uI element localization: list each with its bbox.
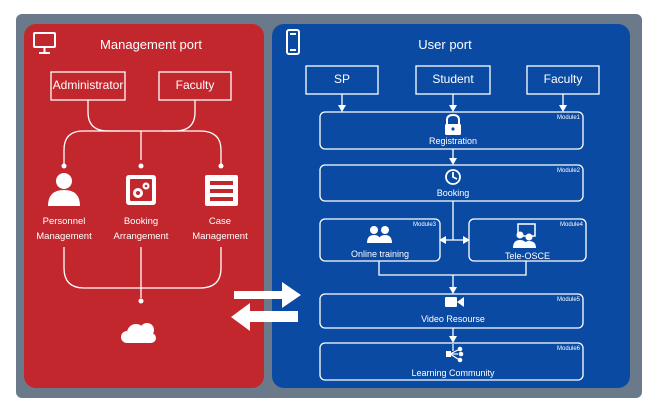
case-list-icon [205, 175, 238, 206]
monitor-group-icon [513, 223, 536, 248]
function-line2: Arrangement [113, 231, 169, 242]
function-personnel-management: Personnel Management [24, 214, 104, 244]
function-line1: Personnel [42, 216, 86, 227]
function-line1: Booking [123, 216, 159, 227]
function-line1: Case [208, 216, 232, 227]
management-port-title: Management port [100, 37, 202, 52]
module-tag-4: Module4 [559, 222, 583, 228]
module-label-registration: Registration [428, 136, 478, 146]
function-line2: Management [192, 231, 248, 242]
function-line2: Management [36, 231, 92, 242]
module-label-video-resourse: Video Resourse [421, 314, 485, 324]
module-tag-2: Module2 [556, 168, 580, 174]
module-label-booking: Booking [436, 188, 470, 198]
management-role-faculty: Faculty [175, 78, 215, 92]
user-flow-arrowheads [338, 105, 567, 343]
phone-icon [286, 29, 300, 55]
module-label-learning-community: Learning Community [411, 368, 495, 378]
management-connectors [63, 100, 222, 298]
user-role-sp: SP [333, 72, 350, 86]
clock-icon [445, 169, 461, 185]
user-panel [272, 24, 630, 388]
management-connector-dots [61, 163, 224, 304]
management-panel [24, 24, 264, 388]
video-camera-icon [445, 297, 464, 307]
user-role-faculty: Faculty [543, 72, 583, 86]
person-icon [48, 173, 80, 206]
transfer-arrow-left [231, 303, 298, 331]
user-port-title: User port [418, 37, 472, 52]
module-tag-3: Module3 [412, 222, 436, 228]
module-tag-5: Module5 [556, 297, 580, 303]
module-tag-1: Module1 [556, 115, 580, 121]
lock-icon [445, 113, 461, 135]
transfer-arrow-right [234, 282, 301, 308]
group-icon [367, 226, 392, 243]
function-case-management: Case Management [180, 214, 260, 244]
cloud-icon [121, 323, 156, 343]
module-label-online-training: Online training [350, 249, 410, 259]
module-tag-6: Module6 [556, 346, 580, 352]
user-role-student: Student [432, 72, 474, 86]
gear-document-icon [126, 175, 156, 205]
monitor-icon [33, 32, 56, 54]
module-label-tele-osce: Tele-OSCE [504, 251, 550, 261]
user-flow-lines [341, 94, 564, 337]
network-icon [446, 344, 464, 363]
function-booking-arrangement: Booking Arrangement [101, 214, 181, 244]
module-boxes [319, 111, 587, 381]
management-role-administrator: Administrator [52, 78, 124, 92]
